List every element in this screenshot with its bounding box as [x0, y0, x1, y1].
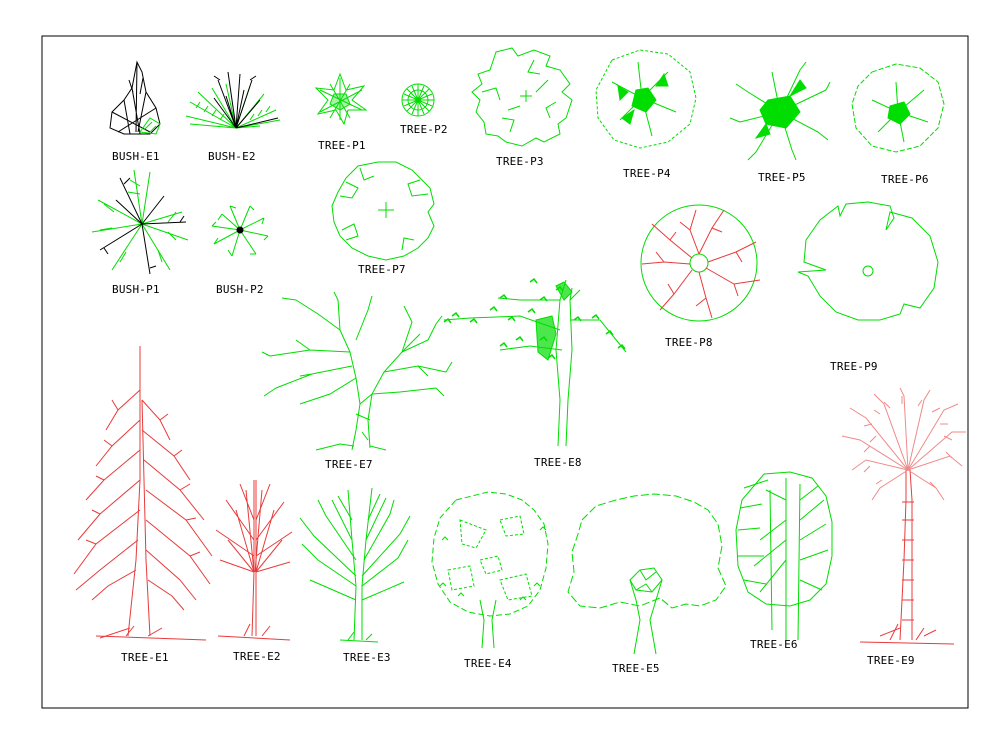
tree-e7-label: TREE-E7 [325, 458, 373, 471]
drawing-border [41, 35, 969, 709]
tree-e9-symbol [841, 387, 966, 645]
tree-p5-label: TREE-P5 [758, 171, 806, 184]
tree-p4-label: TREE-P4 [623, 167, 671, 180]
tree-p8-label: TREE-P8 [665, 336, 713, 349]
tree-e6-symbol [735, 471, 833, 641]
tree-p8-symbol [640, 204, 761, 322]
tree-e3-symbol [299, 487, 411, 643]
tree-p5-symbol [729, 61, 831, 161]
tree-p7-label: TREE-P7 [358, 263, 406, 276]
bush-p1-label: BUSH-P1 [112, 283, 160, 296]
tree-e2-symbol [215, 480, 293, 641]
tree-p2-label: TREE-P2 [400, 123, 448, 136]
tree-e5-label: TREE-E5 [612, 662, 660, 675]
tree-e4-label: TREE-E4 [464, 657, 512, 670]
tree-e8-label: TREE-E8 [534, 456, 582, 469]
tree-e4-symbol [431, 491, 549, 649]
tree-e1-label: TREE-E1 [121, 651, 169, 664]
tree-p7-symbol [331, 161, 435, 261]
bush-e2-label: BUSH-E2 [208, 150, 256, 163]
tree-p1-label: TREE-P1 [318, 139, 366, 152]
bush-p2-label: BUSH-P2 [216, 283, 264, 296]
tree-p9-symbol [797, 201, 939, 321]
bush-p1-symbol [91, 169, 189, 275]
tree-e3-label: TREE-E3 [343, 651, 391, 664]
tree-p6-symbol [851, 63, 945, 153]
tree-p4-symbol [595, 49, 697, 149]
tree-e2-label: TREE-E2 [233, 650, 281, 663]
tree-e6-label: TREE-E6 [750, 638, 798, 651]
tree-p9-label: TREE-P9 [830, 360, 878, 373]
bush-e1-symbol [109, 60, 161, 135]
tree-e9-label: TREE-E9 [867, 654, 915, 667]
tree-p3-label: TREE-P3 [496, 155, 544, 168]
tree-p3-symbol [471, 47, 573, 147]
tree-p6-label: TREE-P6 [881, 173, 929, 186]
tree-e1-symbol [73, 346, 213, 641]
tree-p2-symbol [401, 83, 435, 117]
bush-e2-symbol [185, 71, 281, 129]
bush-p2-symbol [211, 205, 269, 257]
tree-p1-symbol [314, 72, 368, 126]
tree-e7-symbol [261, 291, 453, 451]
tree-e8-symbol [443, 277, 627, 447]
tree-e5-symbol [567, 493, 727, 655]
bush-e1-label: BUSH-E1 [112, 150, 160, 163]
